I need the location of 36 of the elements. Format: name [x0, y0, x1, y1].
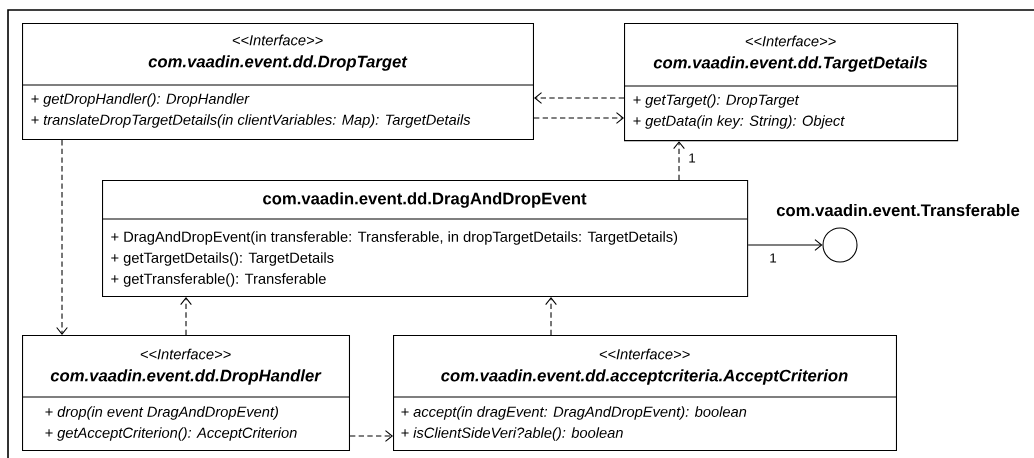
- class-name: com.vaadin.event.dd.DragAndDropEvent: [263, 192, 587, 208]
- method-text: + getDropHandler(): DropHandler: [31, 93, 250, 107]
- arrow: [56, 139, 68, 335]
- class-name: com.vaadin.event.dd.acceptcriteria.AcceptCriterion: [441, 369, 848, 385]
- method-text: + getTargetDetails(): TargetDetails: [111, 252, 334, 266]
- method-text: + getTarget(): DropTarget: [633, 94, 800, 108]
- method-text: + isClientSideVeri?able(): boolean: [401, 427, 623, 441]
- class-box: [392, 335, 897, 451]
- method-text: + getAcceptCriterion(): AcceptCriterion: [45, 427, 297, 441]
- stereotype-text: <<Interface>>: [232, 34, 323, 46]
- class-box: [101, 180, 749, 298]
- arrow: [349, 430, 393, 442]
- arrow: [533, 112, 624, 124]
- class-name: com.vaadin.event.Transferable: [776, 203, 1020, 217]
- stereotype-text: <<Interface>>: [745, 35, 836, 47]
- stereotype-text: <<Interface>>: [599, 348, 690, 360]
- arrow: [180, 297, 192, 336]
- class-name: com.vaadin.event.dd.TargetDetails: [653, 56, 928, 72]
- method-text: + drop(in event DragAndDropEvent): [45, 406, 278, 420]
- arrow: [673, 141, 685, 181]
- class-name: com.vaadin.event.dd.DropHandler: [50, 369, 322, 385]
- method-text: + DragAndDropEvent(in transferable: Transferable, in dropTargetDetails: TargetDetails): [111, 231, 678, 245]
- arrow: [534, 92, 625, 104]
- multiplicity-label: 1: [686, 152, 698, 164]
- arrow: [747, 239, 823, 251]
- arrow: [545, 297, 557, 336]
- stereotype-text: <<Interface>>: [140, 348, 231, 360]
- method-text: + getData(in key: String): Object: [633, 115, 845, 129]
- class-box: [21, 335, 350, 451]
- method-text: + accept(in dragEvent: DragAndDropEvent): boolean: [401, 406, 747, 420]
- class-box: [21, 23, 534, 141]
- class-box: [623, 23, 959, 142]
- multiplicity-label: 1: [767, 252, 779, 264]
- method-text: + getTransferable(): Transferable: [111, 273, 326, 287]
- method-text: + translateDropTargetDetails(in clientVariables: Map): TargetDetails: [31, 114, 471, 128]
- class-name: com.vaadin.event.dd.DropTarget: [148, 55, 408, 71]
